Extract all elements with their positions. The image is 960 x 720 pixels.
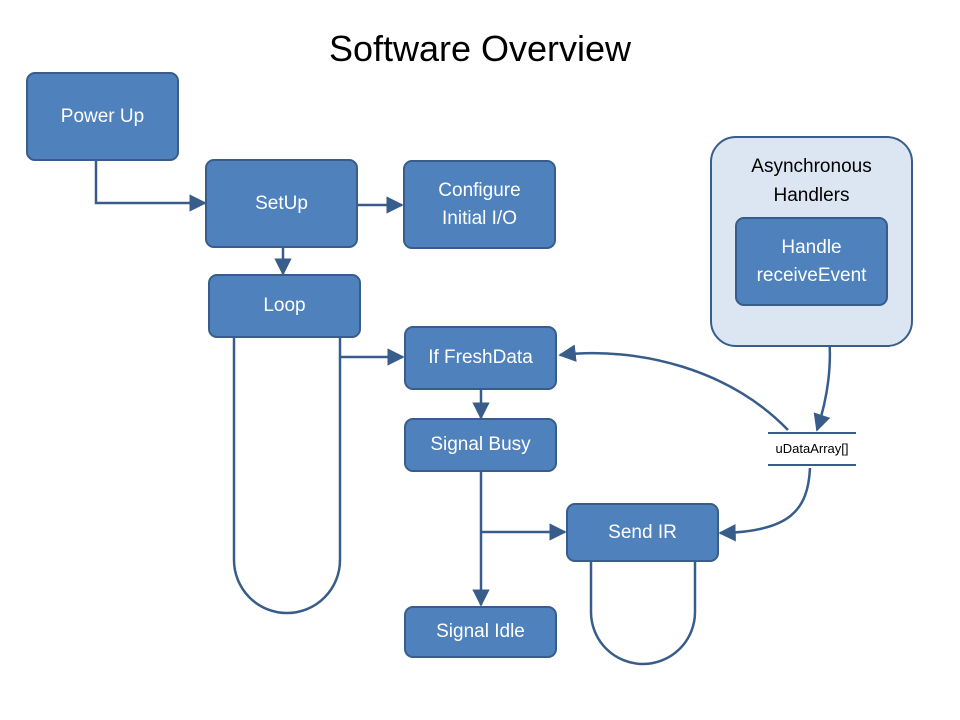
if-fresh-data-label: If FreshData bbox=[428, 347, 533, 368]
signal-idle-node: Signal Idle bbox=[404, 606, 557, 658]
handle-receive-event-label: Handle receiveEvent bbox=[756, 236, 867, 286]
loop-node: Loop bbox=[208, 274, 361, 338]
connector-loop-back bbox=[232, 338, 342, 615]
setup-node: SetUp bbox=[205, 159, 358, 248]
handle-receive-event-node: Handle receiveEvent bbox=[735, 217, 888, 306]
data-store-udataarray: uDataArray[] bbox=[768, 432, 856, 466]
configure-io-node: Configure Initial I/O bbox=[403, 160, 556, 249]
loop-label: Loop bbox=[263, 295, 306, 316]
connector-sendir-loop bbox=[589, 562, 697, 666]
power-up-label: Power Up bbox=[60, 105, 145, 127]
data-store-label: uDataArray[] bbox=[775, 441, 849, 456]
if-fresh-data-node: If FreshData bbox=[404, 326, 557, 390]
configure-io-label: Configure Initial I/O bbox=[438, 179, 521, 229]
signal-busy-label: Signal Busy bbox=[430, 434, 531, 455]
connector-store-sendir bbox=[718, 467, 812, 542]
signal-idle-label: Signal Idle bbox=[436, 621, 525, 642]
connector-powerup-setup bbox=[94, 160, 207, 212]
page-title: Software Overview bbox=[328, 28, 632, 69]
group-label: Asynchronous Handlers bbox=[751, 156, 872, 206]
connector-store-fresh bbox=[558, 344, 789, 431]
send-ir-label: Send IR bbox=[608, 521, 677, 543]
signal-busy-node: Signal Busy bbox=[404, 418, 557, 472]
power-up-node: Power Up bbox=[26, 72, 179, 161]
send-ir-node: Send IR bbox=[566, 503, 719, 562]
setup-label: SetUp bbox=[255, 192, 308, 214]
